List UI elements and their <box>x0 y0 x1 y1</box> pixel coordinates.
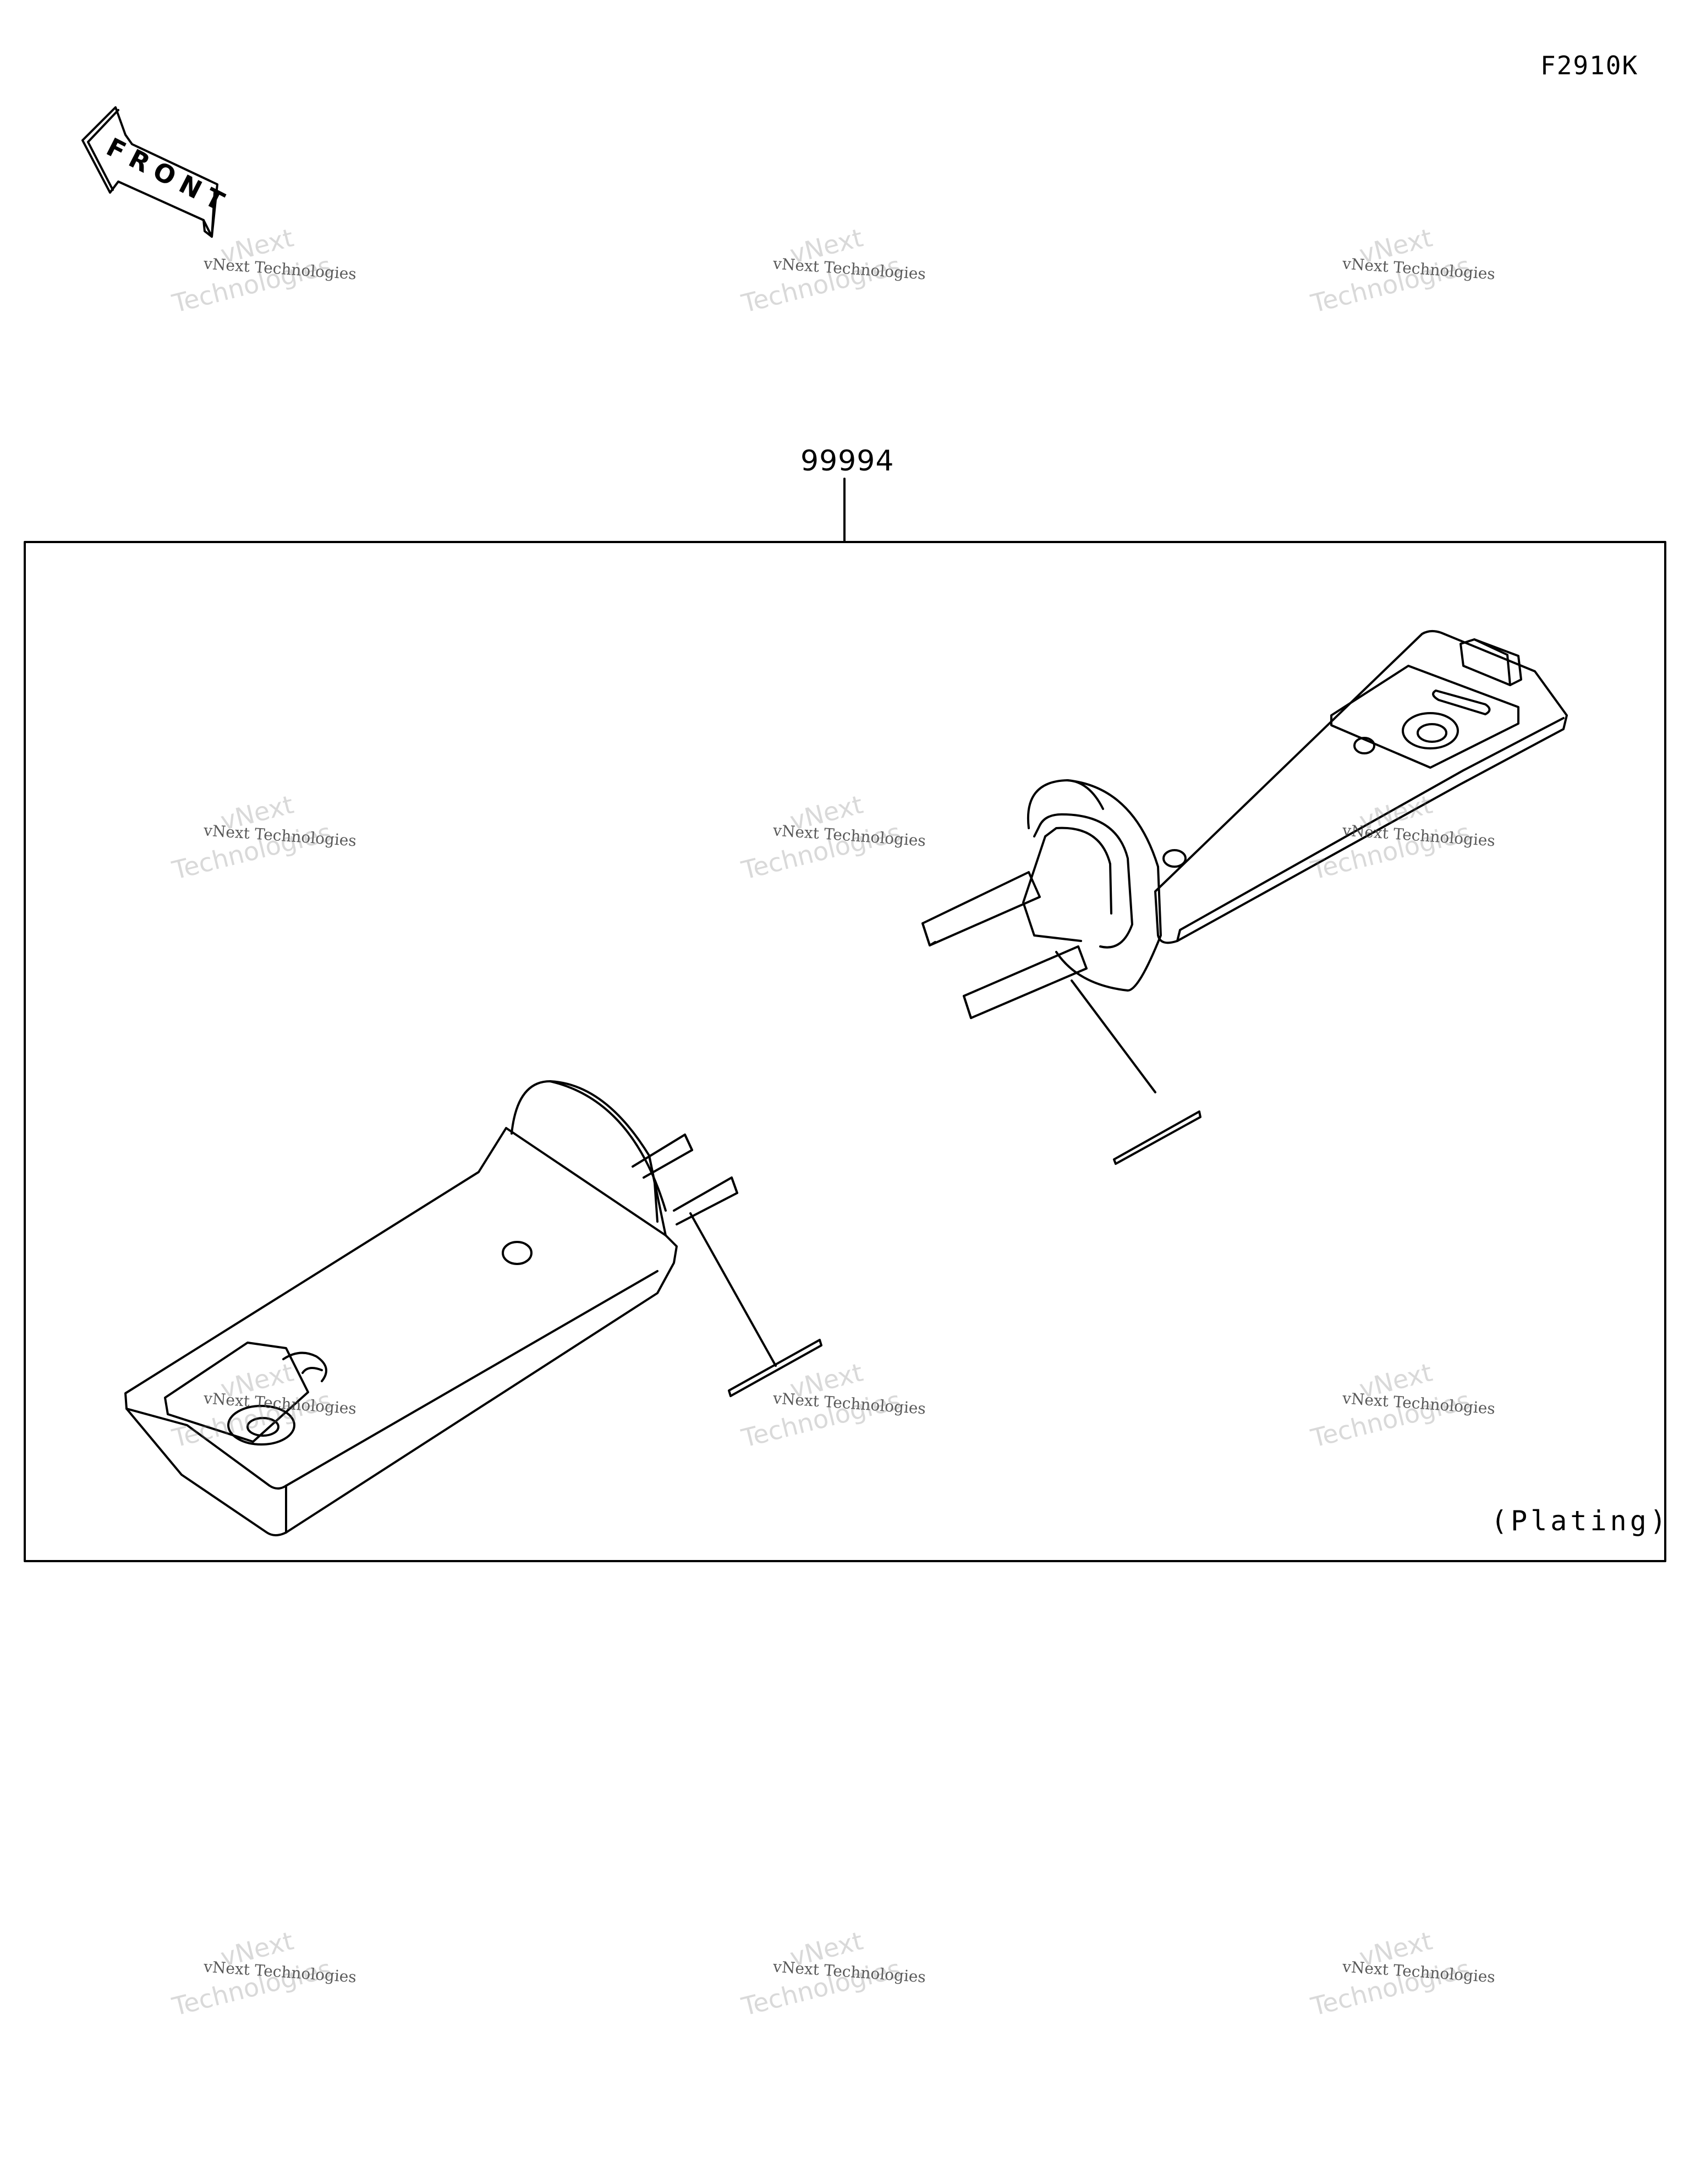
watermark: vNext vNext Technologies Technologies <box>169 1357 357 1453</box>
watermark: vNext vNext Technologies Technologies <box>738 789 926 885</box>
watermark: vNext vNext Technologies Technologies <box>169 222 357 319</box>
watermark: vNext vNext Technologies Technologies <box>1308 1357 1496 1453</box>
part-number: 99994 <box>800 445 895 478</box>
watermark: vNext vNext Technologies Technologies <box>1308 1925 1496 2022</box>
watermark: vNext vNext Technologies Technologies <box>169 789 357 885</box>
watermark: vNext vNext Technologies Technologies <box>738 222 926 319</box>
watermark: vNext vNext Technologies Technologies <box>738 1925 926 2022</box>
watermark: vNext vNext Technologies Technologies <box>1308 222 1496 319</box>
assembly-frame <box>24 541 1666 1562</box>
figure-code: F2910K <box>1540 51 1639 80</box>
watermark: vNext vNext Technologies Technologies <box>1308 789 1496 885</box>
front-arrow-icon <box>81 106 218 238</box>
plating-note: (Plating) <box>1491 1505 1670 1537</box>
footpeg-right <box>921 630 1568 1165</box>
watermark: vNext vNext Technologies Technologies <box>169 1925 357 2022</box>
footpeg-left <box>124 1080 822 1536</box>
watermark: vNext vNext Technologies Technologies <box>738 1357 926 1453</box>
